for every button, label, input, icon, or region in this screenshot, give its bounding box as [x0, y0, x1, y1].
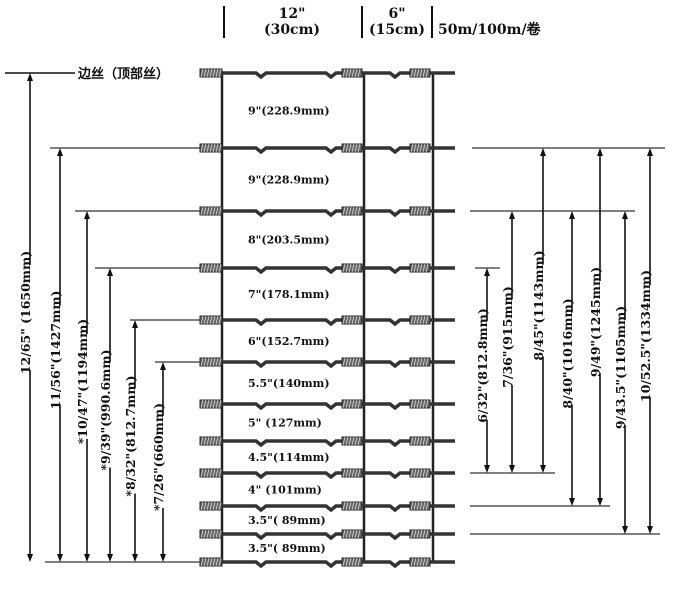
dimension-arrow: 12/65" (1650mm) [18, 73, 38, 562]
spacing-label: 8"(203.5mm) [248, 234, 330, 247]
dimension-label: *8/32"(812.7mm) [123, 375, 138, 496]
spacing-label: 7"(178.1mm) [248, 288, 330, 301]
dimension-arrow: 9/49"(1245mm) [588, 148, 608, 506]
roll-length: 50m/100m/卷 [438, 21, 542, 38]
top-wire-label: 边丝（顶部丝） [77, 66, 169, 82]
spacing-label: 3.5"( 89mm) [248, 514, 326, 527]
dimension-arrow: 6/32"(812.8mm) [475, 268, 495, 473]
line-wire [199, 399, 455, 411]
dimension-label: 11/56"(1427mm) [48, 291, 63, 410]
dimension-arrow: 8/40"(1016mm) [560, 211, 580, 506]
dimension-label: *10/47"(1194mm) [75, 319, 90, 444]
dimension-label: 9/43.5"(1105mm) [613, 306, 628, 429]
dimension-label: *9/39"(990.6mm) [98, 349, 113, 470]
spacing-label: 4.5"(114mm) [248, 451, 330, 464]
line-wire [199, 436, 455, 448]
dimension-arrow: *7/26"(660mm) [151, 362, 171, 562]
dimension-label: 7/36"(915mm) [500, 286, 515, 388]
dimension-label: 8/40"(1016mm) [560, 298, 575, 408]
col2-inch: 6" [388, 6, 405, 22]
col1-inch: 12" [279, 6, 306, 22]
dimension-arrow: 11/56"(1427mm) [48, 148, 68, 562]
line-wire [199, 315, 455, 327]
dimension-arrow: 10/52.5"(1334mm) [638, 148, 658, 534]
dimension-arrow: 9/43.5"(1105mm) [613, 211, 633, 534]
dimension-label: 10/52.5"(1334mm) [638, 270, 653, 402]
spacing-label: 5" (127mm) [248, 417, 322, 430]
spacing-label: 4" (101mm) [248, 484, 322, 497]
dimension-arrow: 7/36"(915mm) [500, 211, 520, 473]
line-wire [199, 468, 455, 480]
line-wire [199, 557, 455, 569]
line-wire [199, 206, 455, 218]
dimension-label: 12/65" (1650mm) [18, 251, 33, 374]
dimension-arrow: 8/45"(1143mm) [531, 148, 551, 473]
dimension-label: *7/26"(660mm) [151, 403, 166, 511]
line-wire [199, 263, 455, 275]
dimension-arrow: *10/47"(1194mm) [75, 211, 95, 562]
line-wire [199, 143, 455, 155]
dimension-label: 8/45"(1143mm) [531, 250, 546, 360]
col2-cm: (15cm) [369, 22, 425, 38]
col1-cm: (30cm) [264, 22, 320, 38]
line-wire [199, 68, 455, 80]
dimension-label: 9/49"(1245mm) [588, 267, 603, 377]
spacing-label: 6"(152.7mm) [248, 335, 330, 348]
spacing-label: 3.5"( 89mm) [248, 542, 326, 555]
dimension-arrow: *8/32"(812.7mm) [123, 320, 143, 562]
spacing-label: 9"(228.9mm) [248, 174, 330, 187]
line-wire [199, 529, 455, 541]
spacing-label: 9"(228.9mm) [248, 105, 330, 118]
dimension-arrow: *9/39"(990.6mm) [98, 268, 118, 562]
line-wire [199, 501, 455, 513]
line-wire [199, 357, 455, 369]
spacing-label: 5.5"(140mm) [248, 377, 330, 390]
dimension-label: 6/32"(812.8mm) [475, 308, 490, 423]
